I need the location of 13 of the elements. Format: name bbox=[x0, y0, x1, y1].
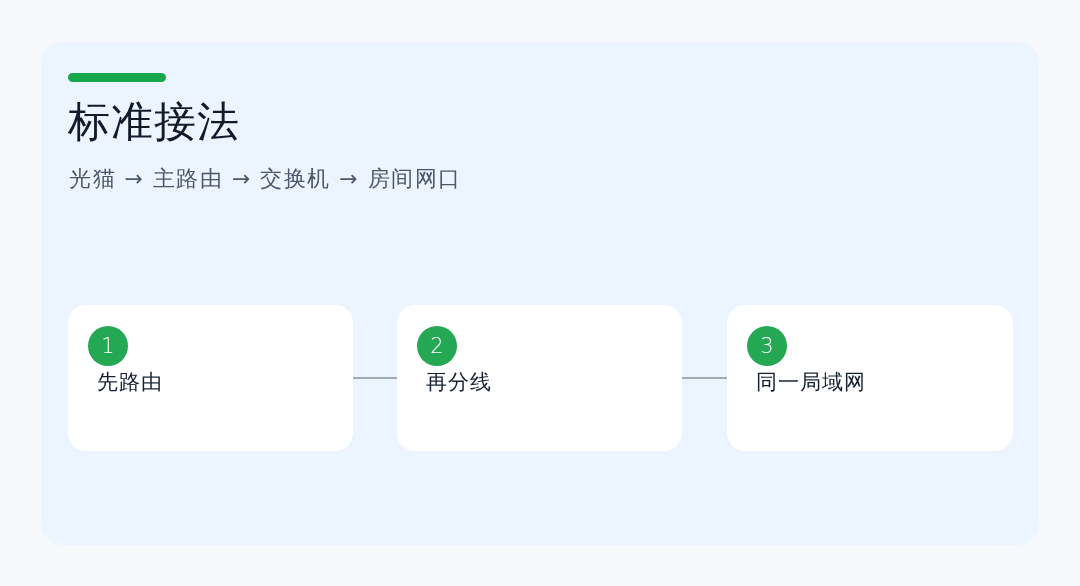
step-number-badge: 1 bbox=[88, 326, 128, 366]
step-card bbox=[68, 305, 353, 451]
step-card bbox=[397, 305, 682, 451]
step-card bbox=[727, 305, 1013, 451]
connector-line bbox=[352, 377, 398, 379]
step-number-badge: 3 bbox=[747, 326, 787, 366]
step-label: 再分线 bbox=[426, 369, 493, 396]
connector-line bbox=[681, 377, 728, 379]
step-label: 先路由 bbox=[97, 369, 164, 396]
step-label: 同一局域网 bbox=[756, 369, 867, 396]
subtitle: 光猫 → 主路由 → 交换机 → 房间网口 bbox=[69, 165, 462, 193]
step-number-badge: 2 bbox=[417, 326, 457, 366]
title: 标准接法 bbox=[68, 96, 240, 148]
